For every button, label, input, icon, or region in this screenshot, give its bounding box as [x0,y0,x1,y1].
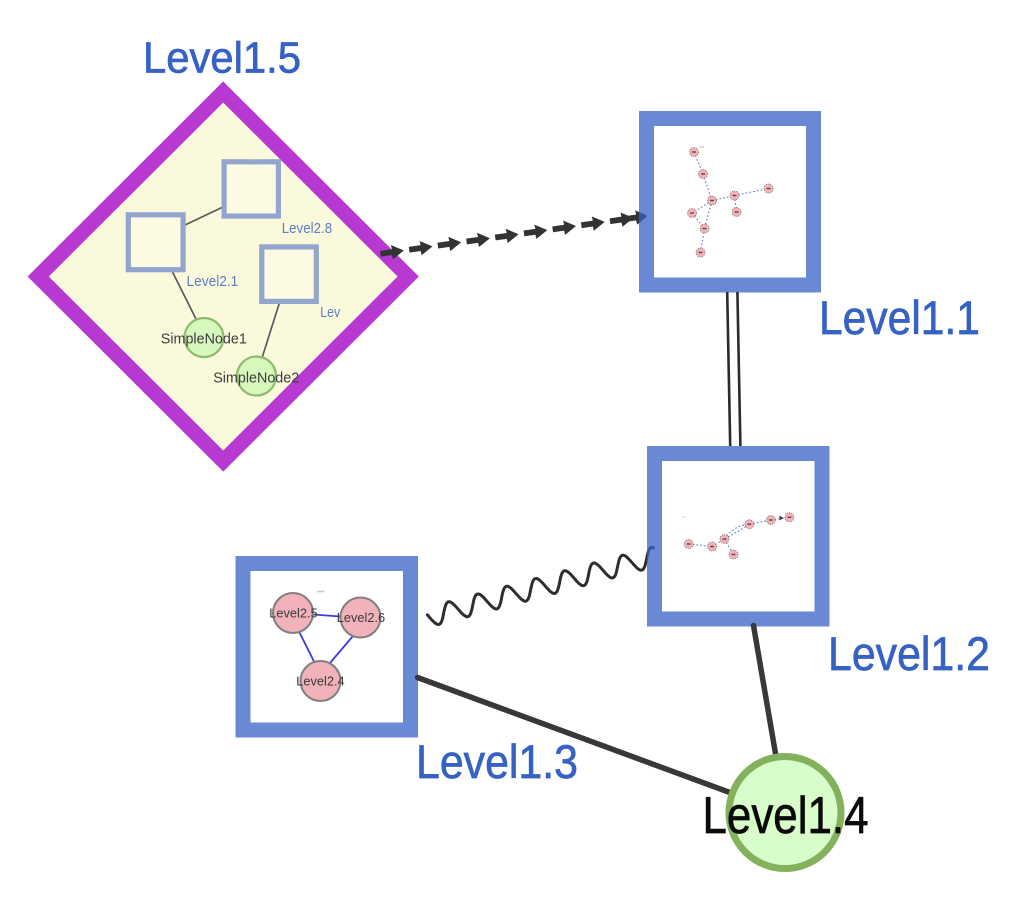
svg-text:Level1.1: Level1.1 [819,291,980,344]
svg-text:Level2.1: Level2.1 [187,274,239,290]
svg-text:Level2.4: Level2.4 [296,674,344,689]
svg-text:Level2.5: Level2.5 [269,606,317,621]
svg-text:Level1.5: Level1.5 [143,34,301,83]
svg-text:Level2.8: Level2.8 [282,221,333,237]
svg-text:SimpleNode2: SimpleNode2 [213,370,299,387]
svg-text:SimpleNode1: SimpleNode1 [161,331,247,348]
svg-text:Level2.6: Level2.6 [337,610,385,625]
svg-text:Level1.3: Level1.3 [416,735,578,788]
svg-text:Lev: Lev [320,305,341,321]
svg-text:Level1.4: Level1.4 [703,787,869,845]
svg-text:Level1.2: Level1.2 [828,627,990,680]
